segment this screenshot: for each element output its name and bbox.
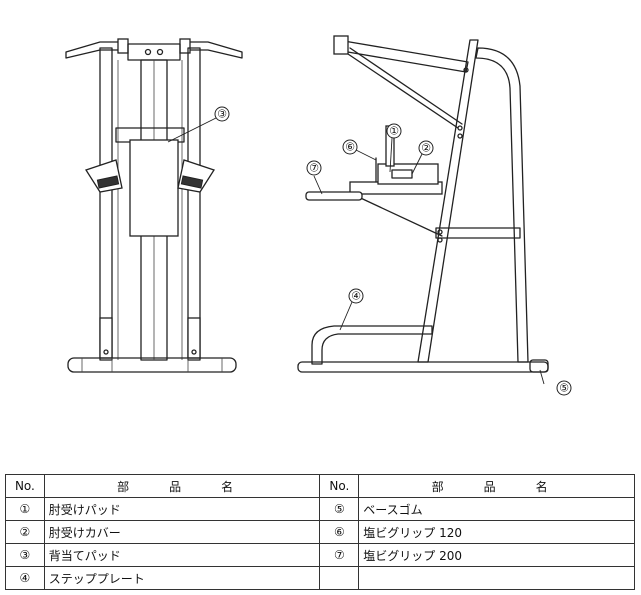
front-right-lower-bar [187, 317, 201, 359]
row-right-name: ベースゴム [358, 497, 635, 521]
callout-1: ① [386, 123, 402, 139]
header-name-right: 部 品 名 [358, 474, 635, 498]
table-row: ③ 背当てパッド ⑦ 塩ビグリップ 200 [5, 543, 635, 567]
front-back-pad [129, 139, 179, 237]
callout-2: ② [418, 140, 434, 156]
row-left-name: 背当てパッド [43, 543, 321, 567]
callout-5-label: ⑤ [559, 382, 569, 395]
parts-table-header: No. 部 品 名 No. 部 品 名 [5, 474, 635, 498]
row-right-no: ⑥ [319, 520, 360, 544]
side-rear-frame [475, 47, 529, 363]
side-view [297, 35, 549, 373]
table-row: ① 肘受けパッド ⑤ ベースゴム [5, 497, 635, 521]
callout-1-label: ① [389, 125, 399, 138]
front-view [65, 38, 243, 373]
row-left-name: 肘受けパッド [43, 497, 321, 521]
row-right-name: 塩ビグリップ 120 [358, 520, 635, 544]
row-left-no: ① [5, 497, 45, 521]
callout-5: ⑤ [556, 380, 572, 396]
callout-4: ④ [348, 288, 364, 304]
equipment-diagram: ③ ① ② ⑥ ⑦ ④ ⑤ [65, 35, 572, 396]
side-top-handle-cap [333, 35, 349, 55]
callout-7-label: ⑦ [309, 162, 319, 175]
front-right-top-handle [183, 41, 243, 59]
front-left-handle-cap [117, 38, 129, 54]
side-horizontal-grip-200 [305, 191, 363, 201]
callout-3-label: ③ [217, 108, 227, 121]
side-base-rail [297, 361, 549, 373]
table-row: ② 肘受けカバー ⑥ 塩ビグリップ 120 [5, 520, 635, 544]
header-no-right: No. [319, 474, 360, 498]
parts-table: No. 部 品 名 No. 部 品 名 ① 肘受けパッド ⑤ ベースゴム ② 肘… [5, 474, 635, 590]
side-step-plate [311, 325, 433, 365]
callout-4-label: ④ [351, 290, 361, 303]
callout-6-label: ⑥ [345, 141, 355, 154]
row-left-no: ④ [5, 566, 45, 590]
side-elbow-pad [377, 163, 439, 185]
front-left-lower-bar [99, 317, 113, 359]
row-right-no: ⑦ [319, 543, 360, 567]
header-name-left: 部 品 名 [43, 474, 321, 498]
row-left-name: ステッププレート [43, 566, 321, 590]
callouts: ③ ① ② ⑥ ⑦ ④ ⑤ [167, 106, 572, 396]
row-right-name [358, 566, 635, 590]
row-right-name: 塩ビグリップ 200 [358, 543, 635, 567]
header-no-left: No. [5, 474, 45, 498]
row-right-no [319, 566, 360, 590]
side-main-post [417, 39, 479, 363]
side-top-arm [335, 39, 469, 73]
front-base [67, 357, 237, 373]
row-right-no: ⑤ [319, 497, 360, 521]
callout-2-label: ② [421, 142, 431, 155]
row-left-no: ② [5, 520, 45, 544]
front-right-post [187, 47, 201, 361]
front-top-plate [127, 43, 181, 61]
front-left-post [99, 47, 113, 361]
side-base-rubber [529, 359, 549, 373]
callout-3: ③ [214, 106, 230, 122]
callout-7: ⑦ [306, 160, 322, 176]
row-left-name: 肘受けカバー [43, 520, 321, 544]
table-row: ④ ステッププレート [5, 566, 635, 590]
row-left-no: ③ [5, 543, 45, 567]
callout-6: ⑥ [342, 139, 358, 155]
front-left-top-handle [65, 41, 125, 59]
